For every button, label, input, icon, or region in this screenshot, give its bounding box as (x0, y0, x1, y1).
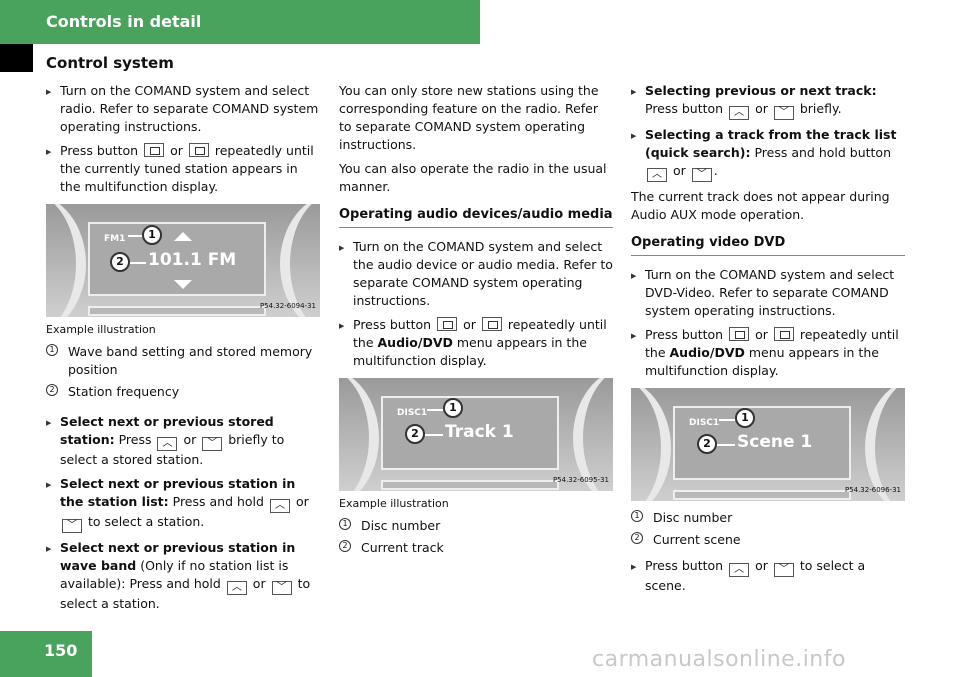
paragraph: The current track does not appear during… (631, 189, 890, 222)
gauge-right (865, 388, 905, 501)
step: Select next or previous stored station: … (46, 413, 322, 469)
step: Press button ︿ or ﹀ to select a scene. (631, 557, 905, 595)
chevron-up-button-icon: ︿ (647, 168, 667, 182)
step: Turn on the COMAND system and select rad… (46, 82, 322, 136)
figure-code: P54.32-6096-31 (844, 486, 901, 494)
figure-code: P54.32-6094-31 (259, 302, 316, 310)
watermark: carmanualsonline.info (592, 647, 846, 672)
column-1: Turn on the COMAND system and select rad… (46, 82, 322, 619)
chevron-up-button-icon: ︿ (269, 499, 290, 513)
phone-end-button-icon (481, 317, 502, 331)
phone-button-icon (144, 143, 165, 157)
step: Selecting a track from the track list (q… (631, 126, 905, 182)
step: Selecting previous or next track: Press … (631, 82, 905, 120)
arrow-down-icon (174, 280, 192, 289)
step: Turn on the COMAND system and select the… (339, 238, 613, 310)
page-number-box: 150 (0, 631, 92, 677)
subsection-heading: Operating audio devices/audio media (339, 206, 613, 228)
subsection-heading: Operating video DVD (631, 234, 905, 256)
callout-1: 1 (443, 398, 463, 418)
dvd-display-figure: DISC1 1 2 Scene 1 P54.32-6096-31 (631, 388, 905, 501)
callout-1: 1 (735, 408, 755, 428)
phone-button-icon (437, 317, 458, 331)
display-bar (88, 306, 266, 316)
section-title: Control system (46, 54, 174, 72)
section-marker (0, 44, 33, 72)
step: Press button or repeatedly until the cur… (46, 142, 322, 196)
callout-2: 2 (110, 252, 130, 272)
gauge-left (631, 388, 671, 501)
frequency-label: 101.1 FM (148, 250, 237, 270)
callout-2: 2 (405, 424, 425, 444)
gauge-left (339, 378, 379, 491)
gauge-right (573, 378, 613, 491)
phone-end-button-icon (773, 327, 794, 341)
chevron-up-button-icon: ︿ (226, 581, 247, 595)
paragraph: You can only store new stations using th… (339, 83, 599, 152)
disc-label: DISC1 (397, 408, 428, 418)
display-bar (673, 490, 851, 500)
chapter-title: Controls in detail (46, 12, 202, 31)
step: Press button or repeatedly until the Aud… (339, 316, 613, 370)
chevron-down-button-icon: ﹀ (62, 519, 82, 533)
figure-code: P54.32-6095-31 (552, 476, 609, 484)
chevron-down-button-icon: ﹀ (271, 581, 292, 595)
audio-display-figure: DISC1 1 2 Track 1 P54.32-6095-31 (339, 378, 613, 491)
step: Press button or repeatedly until the Aud… (631, 326, 905, 380)
page-number: 150 (44, 641, 78, 660)
phone-end-button-icon (188, 143, 209, 157)
column-2: You can only store new stations using th… (339, 82, 613, 561)
step: Select next or previous station in wave … (46, 539, 322, 613)
chevron-up-button-icon: ︿ (157, 437, 178, 451)
figure-caption: Example illustration (46, 323, 156, 336)
chapter-header: Controls in detail (0, 0, 480, 44)
chevron-down-button-icon: ﹀ (773, 563, 794, 577)
phone-button-icon (729, 327, 750, 341)
callout-2: 2 (697, 434, 717, 454)
arrow-up-icon (174, 232, 192, 241)
band-label: FM1 (104, 234, 126, 244)
column-3: Selecting previous or next track: Press … (631, 82, 905, 601)
chevron-up-button-icon: ︿ (729, 106, 750, 120)
chevron-down-button-icon: ﹀ (691, 168, 712, 182)
figure-caption: Example illustration (339, 497, 449, 510)
disc-label: DISC1 (689, 418, 720, 428)
callout-1: 1 (142, 225, 162, 245)
step: Select next or previous station in the s… (46, 475, 322, 533)
chevron-down-button-icon: ﹀ (773, 106, 794, 120)
display-bar (381, 480, 559, 490)
gauge-right (280, 204, 320, 317)
gauge-left (46, 204, 86, 317)
step: Turn on the COMAND system and select DVD… (631, 266, 905, 320)
chevron-down-button-icon: ﹀ (202, 437, 223, 451)
scene-label: Scene 1 (737, 432, 813, 452)
radio-display-figure: FM1 1 2 101.1 FM P54.32-6094-31 (46, 204, 320, 317)
paragraph: You can also operate the radio in the us… (339, 161, 607, 194)
track-label: Track 1 (445, 422, 514, 442)
chevron-up-button-icon: ︿ (729, 563, 750, 577)
